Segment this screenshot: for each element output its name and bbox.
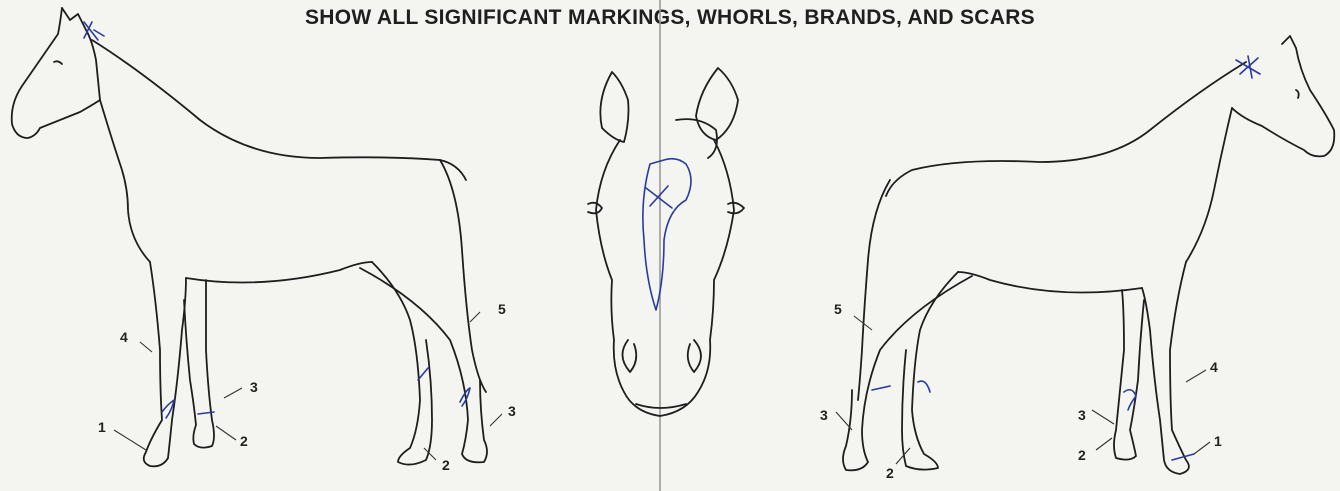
right-label-4: 4 xyxy=(1210,359,1218,375)
left-label-3b: 3 xyxy=(508,403,516,419)
left-label-4: 4 xyxy=(120,329,128,345)
right-label-3a: 3 xyxy=(820,407,828,423)
left-label-1: 1 xyxy=(98,419,106,435)
front-head-view xyxy=(588,68,744,416)
right-label-2a: 2 xyxy=(886,465,894,481)
right-label-3b: 3 xyxy=(1078,407,1086,423)
left-label-3a: 3 xyxy=(250,379,258,395)
left-side-horse: 4 1 3 2 5 2 3 xyxy=(12,8,516,473)
right-label-1: 1 xyxy=(1214,433,1222,449)
left-label-2b: 2 xyxy=(442,457,450,473)
left-label-2a: 2 xyxy=(240,433,248,449)
right-label-5: 5 xyxy=(834,301,842,317)
right-label-2b: 2 xyxy=(1078,447,1086,463)
left-label-5: 5 xyxy=(498,301,506,317)
right-side-horse: 5 3 2 3 2 4 1 xyxy=(820,36,1334,481)
